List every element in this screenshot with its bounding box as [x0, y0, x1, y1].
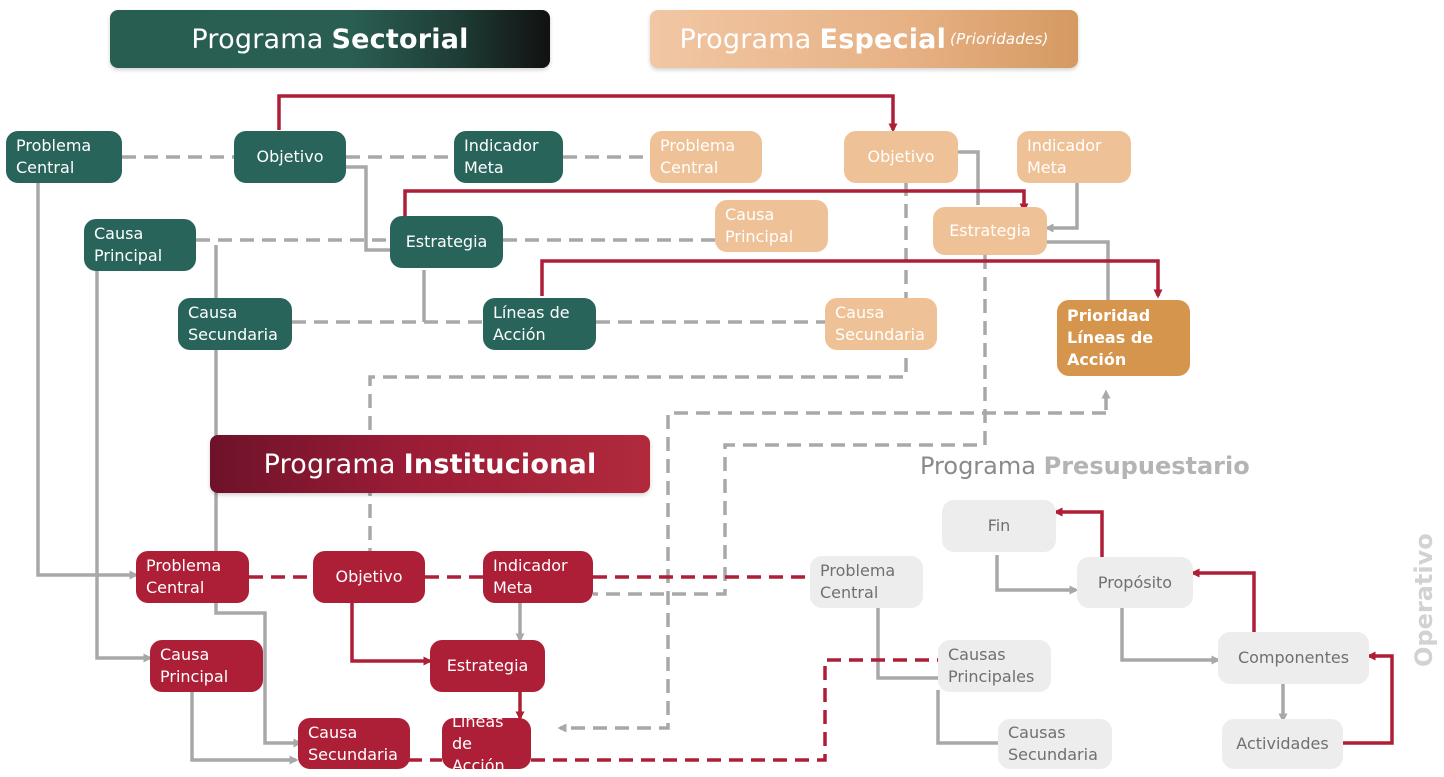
presupuestario-componentes: Componentes — [1218, 632, 1369, 684]
node-label: Causas Principales — [948, 645, 1035, 686]
node-label: Problema Central — [820, 561, 896, 602]
especial-problema-central: Problema Central — [650, 131, 762, 183]
title-programa-presupuestario: Programa Presupuestario — [920, 452, 1250, 480]
institucional-problema-central: Problema Central — [136, 551, 249, 603]
node-label: Problema Central — [16, 136, 92, 177]
title-bold: Presupuestario — [1043, 452, 1250, 480]
presupuestario-problema-central: Problema Central — [810, 556, 923, 608]
banner-note: (Prioridades) — [950, 30, 1049, 48]
node-label: Indicador Meta — [464, 136, 539, 177]
banner-programa-institucional: Programa Institucional — [210, 435, 650, 493]
title-prefix: Programa — [920, 452, 1036, 480]
institucional-indicador-meta: Indicador Meta — [483, 551, 593, 603]
node-label: Objetivo — [335, 567, 403, 586]
banner-prefix: Programa — [191, 23, 324, 55]
institucional-causa-secundaria: Causa Secundaria — [298, 718, 410, 769]
node-label: Propósito — [1097, 572, 1173, 592]
presupuestario-causas-principales: Causas Principales — [938, 640, 1051, 692]
node-label: Estrategia — [405, 232, 488, 251]
node-label: Líneas de Acción — [493, 303, 570, 344]
node-label: Componentes — [1237, 648, 1350, 667]
sectorial-indicador-meta: Indicador Meta — [454, 131, 563, 183]
sectorial-causa-principal: Causa Principal — [84, 219, 196, 271]
node-label: Causa Secundaria — [308, 722, 398, 764]
banner-title: Sectorial — [331, 23, 469, 55]
presupuestario-causas-secundaria: Causas Secundaria — [998, 719, 1112, 769]
sectorial-problema-central: Problema Central — [6, 131, 122, 183]
solid-connectors — [36, 150, 1288, 765]
node-label: Líneas de Acción — [452, 711, 505, 775]
institucional-objetivo: Objetivo — [313, 551, 425, 603]
presupuestario-proposito: Propósito — [1077, 557, 1193, 608]
node-label: Indicador Meta — [1027, 136, 1102, 177]
banner-prefix: Programa — [263, 448, 396, 480]
banner-programa-sectorial: Programa Sectorial — [110, 10, 550, 68]
node-label: Estrategia — [446, 656, 529, 675]
sectorial-causa-secundaria: Causa Secundaria — [178, 298, 292, 350]
institucional-lineas-de-accion: Líneas de Acción — [442, 712, 531, 775]
node-label: Estrategia — [949, 221, 1031, 240]
label-operativo: Operativo — [1410, 533, 1438, 667]
especial-indicador-meta: Indicador Meta — [1017, 131, 1131, 183]
especial-objetivo: Objetivo — [844, 131, 958, 183]
presupuestario-actividades: Actividades — [1222, 719, 1343, 769]
node-label: Prioridad Líneas de Acción — [1067, 306, 1154, 369]
presupuestario-fin: Fin — [942, 500, 1056, 552]
especial-prioridad-lineas-de-accion: Prioridad Líneas de Acción — [1057, 300, 1190, 376]
sectorial-objetivo: Objetivo — [234, 131, 346, 183]
node-label: Objetivo — [256, 147, 324, 166]
node-label: Indicador Meta — [493, 556, 568, 597]
banner-title: Especial — [819, 23, 947, 55]
institucional-estrategia: Estrategia — [430, 640, 545, 692]
especial-causa-secundaria: Causa Secundaria — [825, 298, 937, 350]
node-label: Problema Central — [660, 136, 736, 177]
node-label: Problema Central — [146, 556, 222, 597]
sectorial-lineas-de-accion: Líneas de Acción — [483, 298, 596, 350]
especial-estrategia: Estrategia — [933, 207, 1047, 255]
node-label: Causa Principal — [725, 205, 794, 246]
especial-causa-principal: Causa Principal — [715, 200, 828, 252]
node-label: Causa Secundaria — [835, 303, 925, 344]
sectorial-estrategia: Estrategia — [390, 216, 503, 268]
node-label: Fin — [987, 516, 1011, 535]
node-label: Causas Secundaria — [1008, 723, 1098, 764]
red-dashed-connectors — [249, 575, 938, 762]
node-label: Objetivo — [867, 147, 935, 166]
banner-programa-especial: Programa Especial (Prioridades) — [650, 10, 1078, 68]
institucional-causa-principal: Causa Principal — [150, 640, 263, 692]
banner-prefix: Programa — [679, 23, 812, 55]
node-label: Causa Principal — [94, 224, 163, 265]
node-label: Causa Secundaria — [188, 303, 278, 344]
banner-title: Institucional — [403, 448, 597, 480]
red-connectors — [277, 94, 1394, 745]
node-label: Actividades — [1236, 734, 1329, 753]
node-label: Causa Principal — [160, 645, 229, 686]
